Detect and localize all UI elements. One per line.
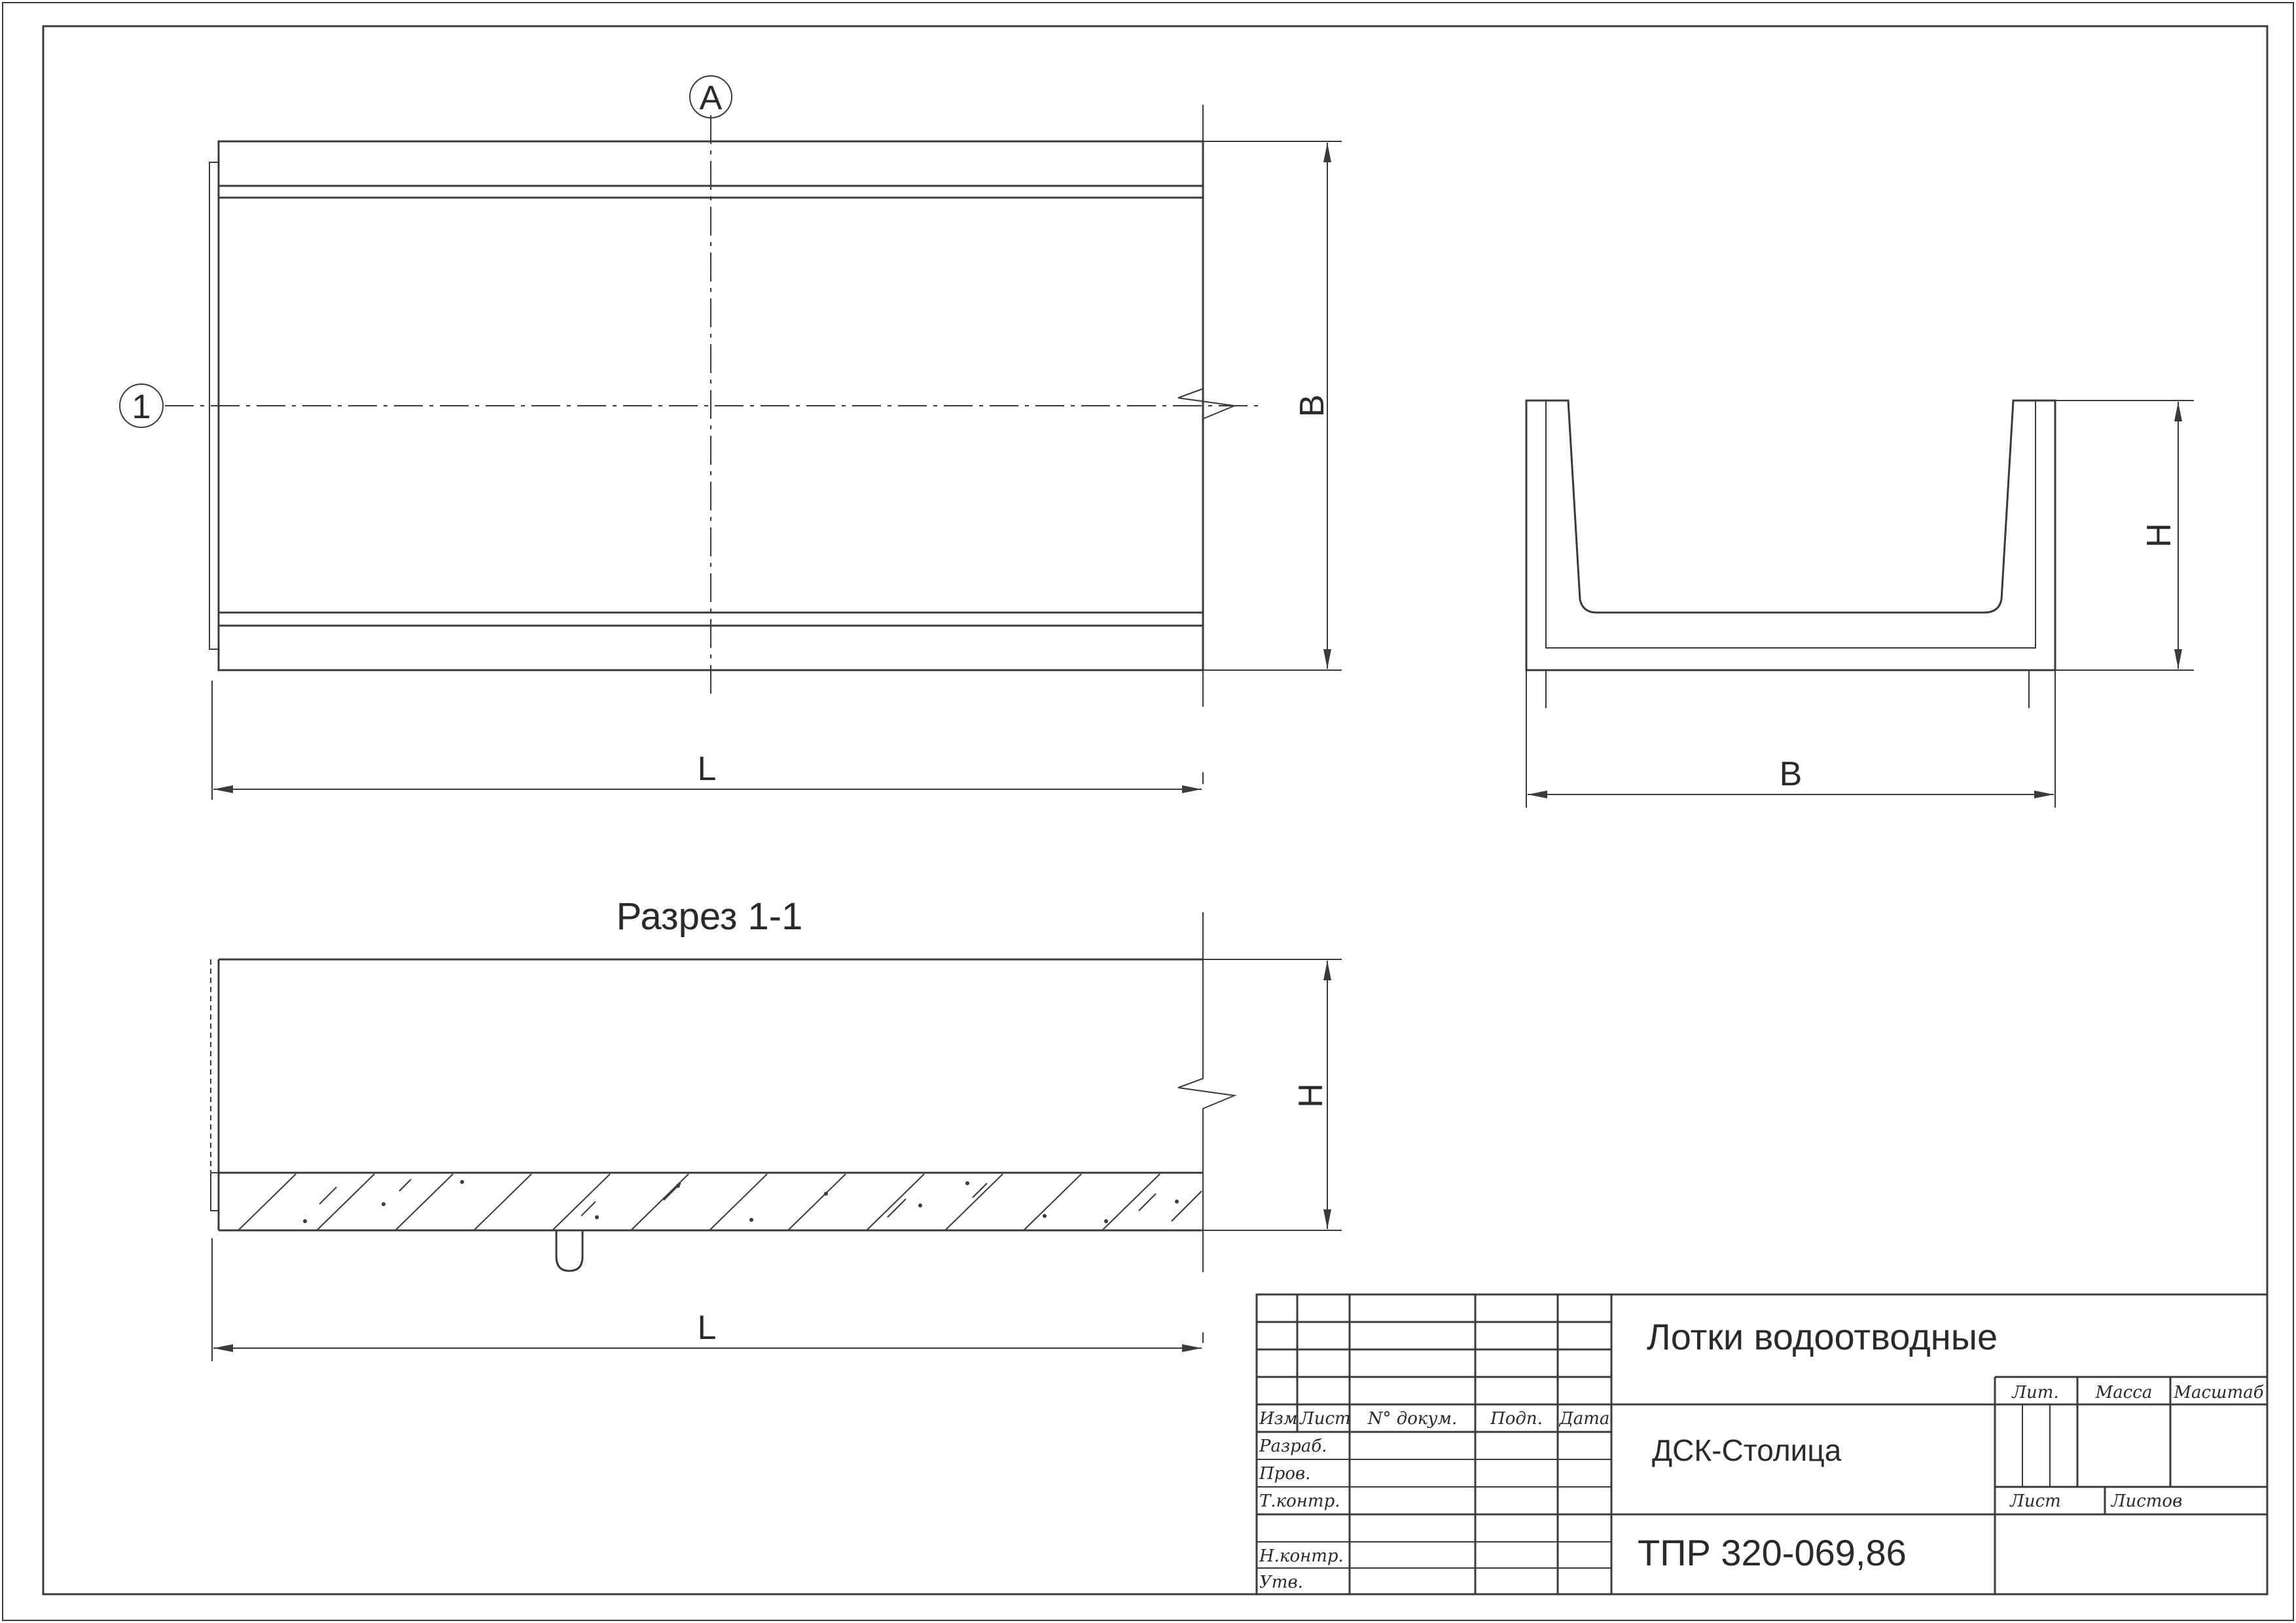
label-sheet: Лист bbox=[2009, 1491, 2061, 1511]
break-line-section bbox=[1177, 912, 1237, 1272]
lifting-loop bbox=[555, 1230, 584, 1272]
product-name: Лотки водоотводные bbox=[1647, 1316, 1998, 1357]
label-sheets: Листов bbox=[2110, 1491, 2182, 1511]
inner-frame bbox=[42, 25, 2269, 1596]
label-list: Лист bbox=[1299, 1409, 1351, 1429]
dim-label-l-long: L bbox=[698, 1309, 717, 1347]
label-date: Дата bbox=[1559, 1409, 1610, 1429]
dim-label-h-section: H bbox=[2140, 523, 2178, 548]
label-razrab: Разраб. bbox=[1259, 1436, 1327, 1456]
section-1-1-view: Разрез 1-1 bbox=[210, 895, 1342, 1361]
label-sign: Подп. bbox=[1490, 1409, 1543, 1429]
break-line bbox=[1177, 105, 1237, 707]
plan-view: B A 1 L bbox=[119, 75, 1342, 800]
label-izm: Изм bbox=[1259, 1409, 1297, 1429]
dim-label-l-plan: L bbox=[698, 750, 717, 788]
axis-1-label: 1 bbox=[132, 388, 151, 426]
label-prov: Пров. bbox=[1259, 1464, 1310, 1484]
label-utv: Утв. bbox=[1259, 1573, 1303, 1592]
organization-name: ДСК-Столица bbox=[1652, 1433, 1842, 1467]
axis-1-marker bbox=[119, 383, 164, 428]
dim-label-b-section: B bbox=[1780, 755, 1803, 793]
trough-outer bbox=[1525, 399, 2056, 671]
label-lit: Лит. bbox=[2011, 1383, 2058, 1402]
document-code: ТПР 320-069,86 bbox=[1638, 1532, 1907, 1573]
section-title: Разрез 1-1 bbox=[617, 895, 803, 938]
axis-a-label: A bbox=[700, 79, 723, 117]
title-block: Лотки водоотводные ДСК-Столица ТПР 320-0… bbox=[1255, 1293, 2269, 1596]
cross-section-view: B H bbox=[1525, 399, 2194, 808]
label-t-kontr: Т.контр. bbox=[1259, 1491, 1340, 1511]
axis-a-marker bbox=[689, 75, 732, 118]
dim-label-h-long: H bbox=[1292, 1083, 1330, 1108]
label-massa: Масса bbox=[2095, 1383, 2153, 1402]
label-n-kontr: Н.контр. bbox=[1259, 1546, 1344, 1566]
label-doc-no: N° докум. bbox=[1367, 1409, 1458, 1429]
label-masshtab: Масштаб bbox=[2173, 1383, 2263, 1402]
slab-hatching bbox=[238, 1173, 1202, 1231]
dim-label-b-plan: B bbox=[1293, 395, 1331, 418]
trough-inner bbox=[1545, 401, 2036, 649]
